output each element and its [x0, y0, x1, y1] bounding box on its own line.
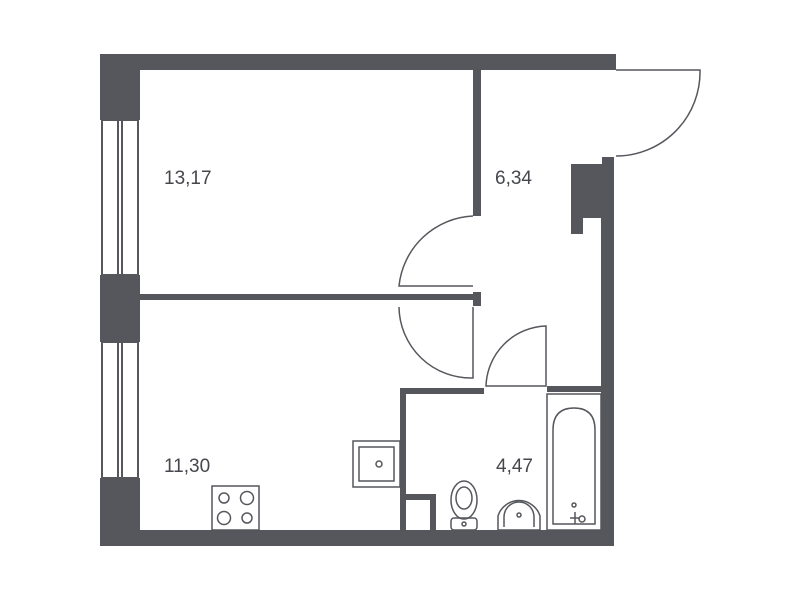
bathroom-sink — [497, 499, 541, 531]
interior-walls — [140, 70, 603, 530]
door-kitchen — [398, 306, 474, 379]
door-entrance — [615, 69, 701, 157]
wall-top — [100, 54, 616, 70]
wall-partition-end — [473, 292, 481, 306]
wall-right — [601, 218, 614, 546]
stove — [211, 485, 260, 531]
wall-bottom — [100, 530, 614, 546]
bathtub — [546, 393, 602, 531]
wall-right-niche — [571, 157, 614, 234]
wall-left-top — [100, 54, 140, 120]
window-bottom — [101, 341, 139, 479]
door-bathroom — [485, 325, 547, 387]
area-label-room-1: 13,17 — [164, 168, 212, 189]
area-label-bathroom: 4,47 — [496, 456, 533, 477]
window-top — [101, 119, 139, 276]
wall-room1-kitchen — [140, 294, 479, 300]
wall-left-bottom — [100, 478, 140, 546]
wall-left-middle — [100, 275, 140, 342]
wall-bathroom-top-left — [400, 388, 484, 394]
outer-walls — [100, 54, 616, 546]
wall-shaft-top — [400, 494, 433, 500]
wall-bathroom-left — [400, 388, 406, 530]
door-room1 — [398, 215, 474, 287]
area-label-hallway: 6,34 — [495, 168, 532, 189]
doors — [398, 69, 701, 387]
wall-bathroom-top-right — [547, 386, 603, 392]
kitchen-sink — [352, 440, 401, 488]
wall-room1-hallway-upper — [473, 70, 481, 216]
toilet — [450, 480, 478, 531]
area-label-kitchen-living: 11,30 — [164, 456, 210, 477]
bathtub-drain-icon — [571, 502, 577, 508]
wall-shaft-right — [430, 494, 436, 530]
